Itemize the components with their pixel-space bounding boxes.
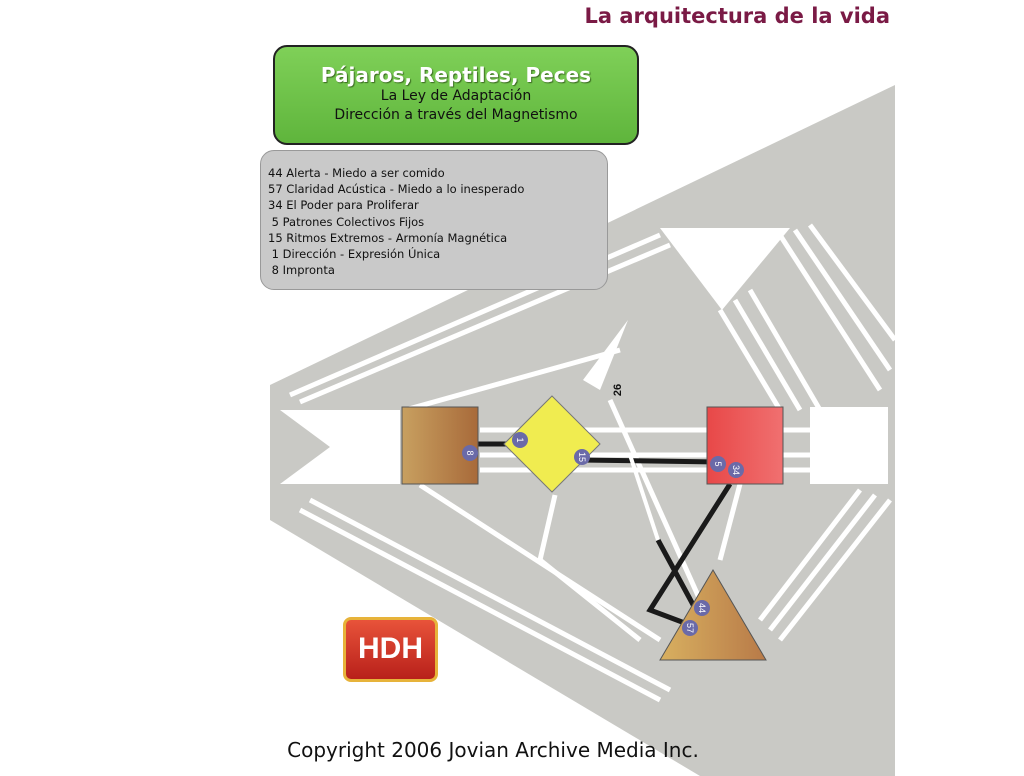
gates-list-box: 44 Alerta - Miedo a ser comido 57 Clarid… bbox=[260, 150, 608, 290]
gate-list-item: 34 El Poder para Proliferar bbox=[268, 198, 419, 213]
spleen-center bbox=[659, 569, 767, 661]
group-subtitle-1: La Ley de Adaptación bbox=[380, 88, 532, 104]
gate-list-item: 8 Impronta bbox=[268, 263, 335, 278]
gate-5: 5 bbox=[713, 461, 723, 466]
root-block bbox=[810, 407, 888, 484]
ajna-arrow bbox=[583, 320, 628, 390]
throat-center bbox=[401, 406, 479, 485]
gate-34: 34 bbox=[731, 465, 741, 475]
copyright-footer: Copyright 2006 Jovian Archive Media Inc. bbox=[287, 738, 699, 762]
gate-list-item: 44 Alerta - Miedo a ser comido bbox=[268, 166, 445, 180]
head-center bbox=[660, 228, 790, 310]
gate-list-item: 15 Ritmos Extremos - Armonía Magnética bbox=[268, 230, 508, 245]
gate-15: 15 bbox=[577, 452, 587, 462]
gate-26: 26 bbox=[612, 384, 624, 396]
group-title-box: Pájaros, Reptiles, Peces La Ley de Adapt… bbox=[273, 45, 639, 145]
gate-8: 8 bbox=[465, 450, 475, 455]
gate-list-item: 57 Claridad Acústica - Miedo a lo inespe… bbox=[268, 182, 525, 197]
group-subtitle-2: Dirección a través del Magnetismo bbox=[334, 107, 578, 123]
gate-list-item: 1 Dirección - Expresión Única bbox=[268, 247, 441, 262]
hdh-logo: HDH bbox=[343, 617, 438, 682]
left-arrow bbox=[280, 410, 400, 484]
group-title: Pájaros, Reptiles, Peces bbox=[320, 63, 592, 87]
defined-channels bbox=[478, 441, 733, 628]
slide-title: La arquitectura de la vida bbox=[584, 4, 890, 28]
g-center bbox=[503, 395, 601, 493]
gate-57: 57 bbox=[685, 623, 695, 633]
gate-44: 44 bbox=[697, 603, 707, 613]
sacral-center bbox=[706, 406, 784, 485]
gate-1: 1 bbox=[515, 437, 525, 442]
gate-list-item: 5 Patrones Colectivos Fijos bbox=[268, 214, 425, 229]
